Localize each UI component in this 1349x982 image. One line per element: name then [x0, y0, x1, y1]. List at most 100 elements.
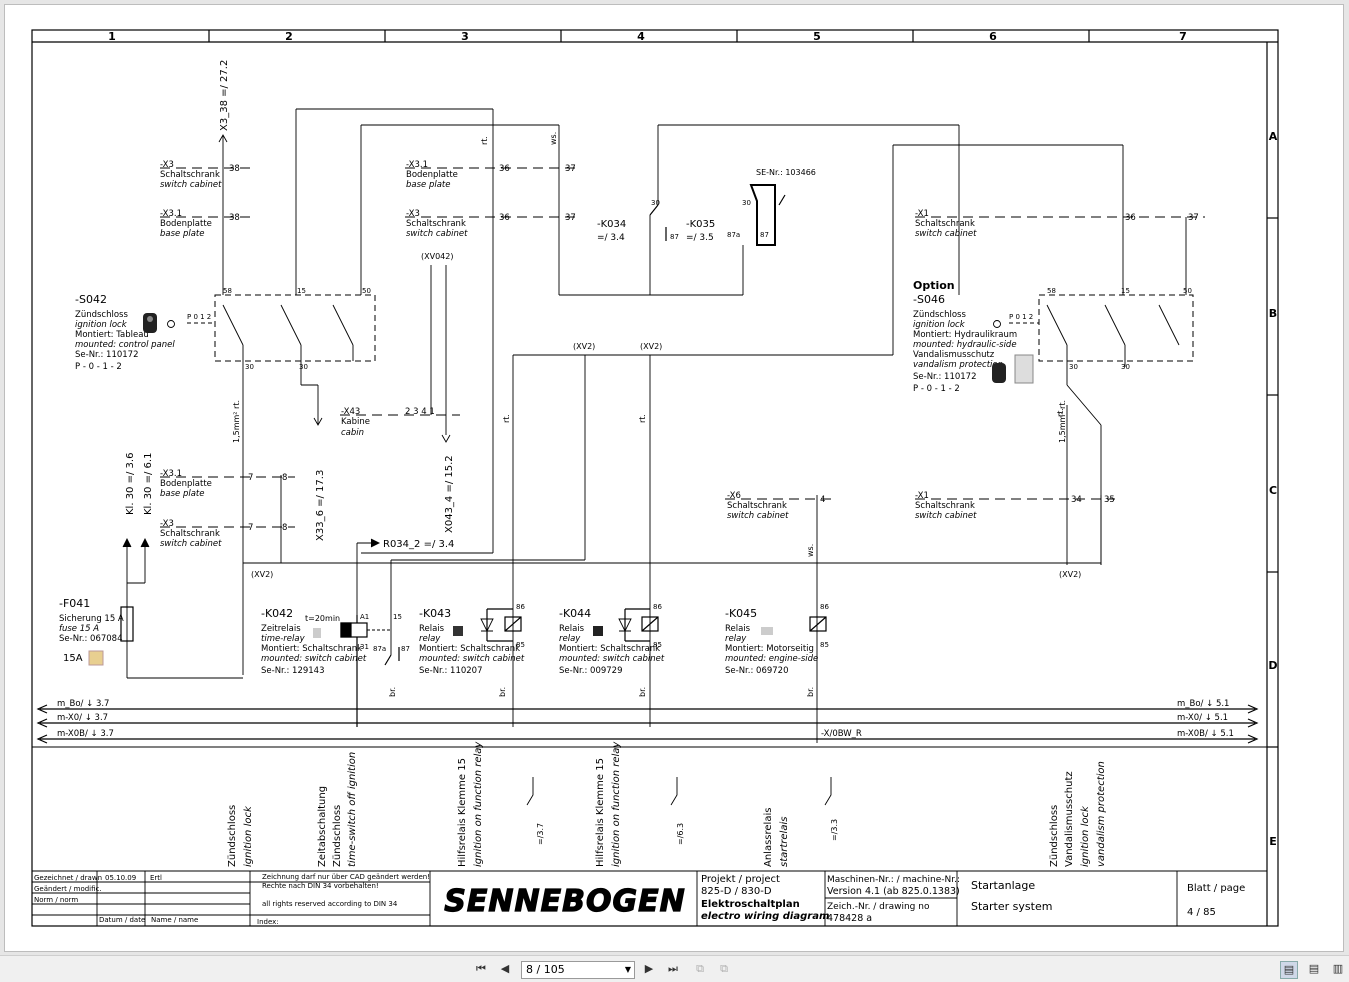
k044-se: Se-Nr.: 009729 [559, 666, 622, 676]
viewer-toolbar: ⏮ ◀ 8 / 105 ▼ ▶ ⏭ ⧉ ⧉ ▤ ▤ ▥ [0, 955, 1349, 982]
footer-label: ignition lock [243, 805, 254, 867]
bus-label: m-X0/ ↓ 3.7 [57, 713, 108, 723]
s046-vandal-en: vandalism protection [913, 360, 1003, 370]
relay-photo-icon [313, 628, 321, 638]
terminal-desc: Kabine [341, 417, 370, 427]
f041-rating: 15A [63, 653, 83, 664]
tb-version: Version 4.1 (ab 825.0.1383) [827, 886, 960, 897]
terminal-pin: 35 [1104, 495, 1115, 505]
tb-title-en: Starter system [971, 900, 1052, 913]
terminal-name: -X3.1 [406, 160, 428, 170]
terminal-desc-en: switch cabinet [915, 511, 977, 521]
chevron-down-icon: ▼ [624, 965, 631, 974]
pin-label: 30 [1121, 363, 1130, 371]
back-view-icon[interactable]: ⧉ [696, 962, 704, 975]
tb-drawing-no: 478428 a [827, 913, 872, 924]
wiring-diagram: 1 2 3 4 5 6 7 A B C D E X3_38 =/ 27.2 -X… [31, 29, 1279, 927]
k034-id: -K034 [597, 219, 626, 230]
terminal-desc-en: cabin [341, 428, 364, 438]
footer-label: ignition lock [1080, 805, 1091, 867]
wire-color: rt. [638, 414, 647, 423]
k044-desc: Relais [559, 624, 585, 634]
s042-id: -S042 [75, 293, 107, 306]
f041-se: Se-Nr.: 067084 [59, 634, 122, 644]
terminal-desc: Schaltschrank [727, 501, 787, 511]
k035-id: -K035 [686, 219, 715, 230]
ignition-key-icon [143, 313, 175, 333]
footer-label: time-switch off ignition [347, 752, 358, 867]
next-page-icon[interactable]: ▶ [644, 962, 654, 975]
tb-index: Index: [257, 918, 279, 926]
k045-id: -K045 [725, 607, 757, 620]
terminal-desc-en: base plate [160, 489, 205, 499]
wire-label: (XV2) [251, 570, 273, 579]
terminal-desc: Schaltschrank [160, 170, 220, 180]
footer-label: ignition on function relay [473, 741, 484, 867]
terminal-pin: 37 [565, 213, 576, 223]
relay-photo-icon [761, 627, 773, 635]
k043-id: -K043 [419, 607, 451, 620]
row-label: D [1268, 659, 1277, 672]
tb-note: Zeichnung darf nur über CAD geändert wer… [262, 873, 430, 881]
wire-color: br. [388, 687, 397, 697]
terminal-pin: 36 [499, 164, 510, 174]
relay-photo-icon [593, 626, 603, 636]
terminal-pin: 38 [229, 164, 240, 174]
s042-se: Se-Nr.: 110172 [75, 350, 138, 360]
bus-label: m-X0B/ ↓ 3.7 [57, 729, 114, 739]
contact-xref: =/6.3 [676, 823, 685, 845]
xref-x33-6: X33_6 =/ 17.3 [315, 470, 326, 541]
s046-mount: Montiert: Hydraulikraum [913, 330, 1017, 340]
tb-sheet-label: Blatt / page [1187, 883, 1245, 894]
s042-desc-en: ignition lock [75, 320, 128, 330]
pin-label: 58 [1047, 287, 1056, 295]
k042-time: t=20min [305, 614, 340, 623]
fuse-symbol [120, 606, 134, 642]
terminal-desc: Schaltschrank [406, 219, 466, 229]
terminal-pin: 34 [1071, 495, 1082, 505]
terminal-desc-en: base plate [160, 229, 205, 239]
tb-title-de: Startanlage [971, 879, 1035, 892]
bus-label: m_Bo/ ↓ 5.1 [1177, 699, 1229, 709]
forward-view-icon[interactable]: ⧉ [720, 962, 728, 975]
footer-label: startrelais [779, 817, 790, 867]
s046-option: Option [913, 279, 955, 292]
s046-mount-en: mounted: hydraulic-side [913, 340, 1017, 350]
terminal-desc-en: base plate [406, 180, 451, 190]
k045-mount: Montiert: Motorseitig [725, 644, 814, 654]
wire-size: 1,5mm² rt. [232, 400, 241, 443]
pin-label: 30 [742, 199, 751, 207]
tb-machine-label: Maschinen-Nr.: / machine-Nr.: [827, 875, 960, 885]
k044-id: -K044 [559, 607, 591, 620]
k042-desc-en: time-relay [261, 634, 306, 644]
k044-desc-en: relay [559, 634, 581, 644]
row-label: B [1269, 307, 1277, 320]
terminal-desc-en: switch cabinet [160, 180, 222, 190]
terminal-name: -X3 [406, 209, 420, 219]
bus-label: m_Bo/ ↓ 3.7 [57, 699, 109, 709]
wire-color: rt. [480, 136, 489, 145]
s042-switch-box [214, 294, 376, 362]
row-label: C [1269, 484, 1277, 497]
terminal-pin: 36 [1125, 213, 1136, 223]
page-number-select[interactable]: 8 / 105 ▼ [521, 961, 635, 979]
pin-label: 85 [653, 641, 662, 649]
two-page-view-icon[interactable]: ▥ [1332, 962, 1344, 975]
last-page-icon[interactable]: ⏭ [668, 962, 678, 975]
k042-se: Se-Nr.: 129143 [261, 666, 324, 676]
previous-page-icon[interactable]: ◀ [500, 962, 510, 975]
single-page-view-icon[interactable]: ▤ [1280, 961, 1298, 979]
footer-label: vandalism protection [1096, 761, 1107, 867]
k035-xref: =/ 3.5 [686, 233, 714, 243]
first-page-icon[interactable]: ⏮ [476, 962, 486, 975]
pin-label: 87a [373, 645, 386, 653]
s042-positions: P - 0 - 1 - 2 [75, 362, 122, 372]
pin-label: 87a [727, 231, 740, 239]
terminal-desc-en: switch cabinet [915, 229, 977, 239]
continuous-view-icon[interactable]: ▤ [1308, 962, 1320, 975]
footer-label: ignition on function relay [611, 741, 622, 867]
footer-label: Anlassrelais [763, 808, 774, 867]
pin-label: 50 [362, 287, 371, 295]
terminal-name: -X6 [727, 491, 741, 501]
k045-se: Se-Nr.: 069720 [725, 666, 788, 676]
